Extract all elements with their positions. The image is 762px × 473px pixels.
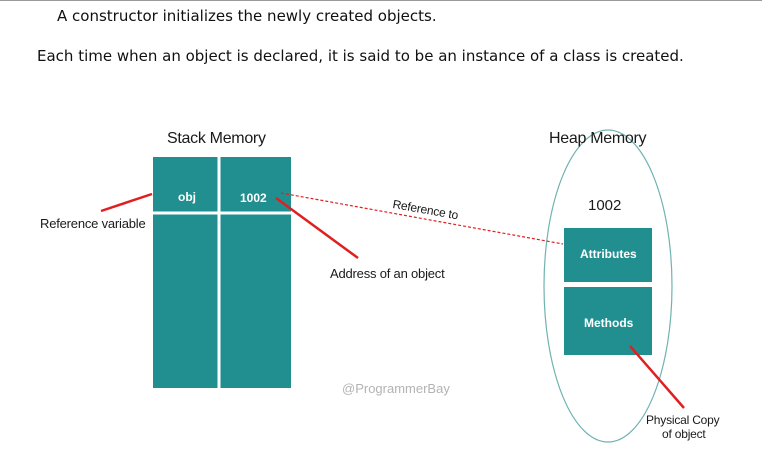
physical-copy-pointer [629,345,685,409]
attributes-box [564,228,652,282]
intro-line-2: Each time when an object is declared, it… [37,47,684,65]
top-border [0,0,762,1]
stack-cell-value: 1002 [240,191,267,205]
stack-block [153,157,291,388]
methods-label: Methods [584,316,634,330]
reference-variable-pointer [100,192,153,213]
physical-copy-label-line1: Physical Copy [646,413,720,427]
stack-cell-var: obj [178,190,196,204]
heap-ellipse [543,129,673,443]
heap-memory-title: Heap Memory [549,130,647,147]
attributes-label: Attributes [580,247,637,261]
methods-box [564,287,652,355]
stack-memory-title: Stack Memory [167,130,266,147]
heap-address: 1002 [588,197,622,214]
address-pointer [275,196,359,260]
reference-variable-label: Reference variable [40,216,146,231]
physical-copy-label-line2: of object [662,427,706,441]
reference-dashed-line [280,192,564,245]
address-of-object-label: Address of an object [330,266,445,281]
watermark: @ProgrammerBay [342,381,450,396]
intro-line-1: A constructor initializes the newly crea… [57,7,437,25]
